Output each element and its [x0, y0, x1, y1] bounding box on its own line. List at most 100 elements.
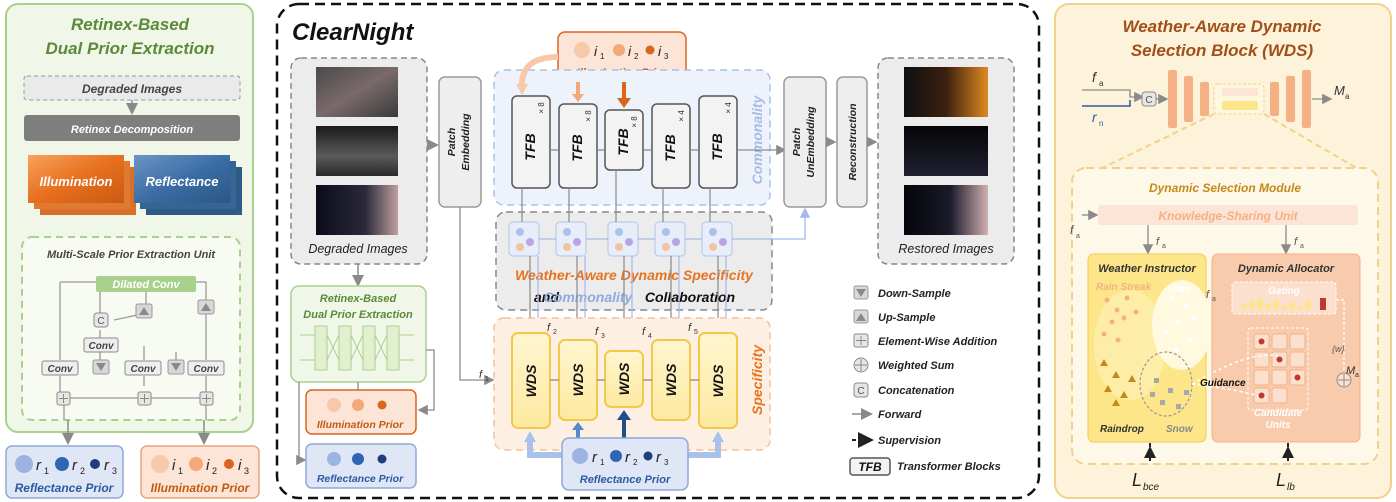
down-sample-icon	[171, 363, 181, 371]
concat-icon	[853, 382, 869, 398]
mid-degraded-images: Degraded Images	[308, 242, 407, 256]
mid-r1: r	[592, 449, 598, 466]
wds-label-1: WDS	[523, 364, 539, 397]
wds-rn-sub: n	[1099, 119, 1103, 128]
i2-sub: 2	[212, 466, 217, 476]
restored-image-1	[904, 67, 988, 117]
f4-label: f	[642, 326, 646, 338]
ms-concat-c: C	[97, 316, 104, 327]
up-sample-icon	[856, 313, 866, 321]
da-ma-bar-sub: a	[1355, 372, 1359, 379]
middle-panel: ClearNight Degraded Images Patch Embeddi…	[275, 2, 1041, 500]
f5-sub: 5	[694, 329, 698, 336]
collab-nodes	[508, 207, 811, 257]
tfb-label-2: TFB	[569, 134, 585, 161]
up-sample-icon	[139, 307, 149, 315]
wds-fa-sub: a	[1099, 79, 1104, 88]
down-sample-icon	[856, 289, 866, 297]
tfb-mult-4: × 4	[677, 110, 686, 122]
tfb-mult-2: × 8	[584, 110, 593, 122]
loss-lb-sub: lb	[1287, 482, 1295, 493]
mid-r2: r	[625, 449, 631, 466]
wds-label-4: WDS	[663, 363, 679, 396]
tfb-block-2: TFB × 8	[558, 103, 598, 189]
restored-image-3	[904, 185, 988, 235]
tfb-label-3: TFB	[615, 128, 631, 155]
wds-fa: f	[1092, 69, 1098, 85]
mid-i2-sub: 2	[634, 52, 639, 61]
i2-label: i	[206, 457, 210, 474]
loss-lb: L	[1276, 470, 1286, 490]
candidate-units-2: Units	[1266, 420, 1291, 431]
dsm-fa-bar-1: f	[1156, 236, 1160, 248]
mid-reflectance-prior-label: Reflectance Prior	[580, 474, 671, 486]
dsm-fa-prime: f	[1070, 223, 1075, 237]
wds-block-5: WDS	[698, 332, 738, 429]
f3-sub: 3	[601, 333, 605, 340]
wds-block-2: WDS	[558, 339, 598, 421]
mini-retinex-title-1: Retinex-Based	[320, 293, 397, 305]
dsm-title: Dynamic Selection Module	[1149, 181, 1301, 195]
addition-icon	[137, 391, 152, 406]
wds-block-3: WDS	[604, 350, 644, 408]
up-sample-icon	[201, 303, 211, 311]
restored-image-2	[904, 126, 988, 176]
raindrop: Raindrop	[1100, 424, 1144, 435]
collab-title-1: Weather-Aware Dynamic Specificity	[515, 267, 754, 283]
dsm-fa-bar-2-sub: a	[1300, 243, 1304, 250]
legend: Down-Sample Up-Sample Element-Wise Addit…	[849, 285, 1001, 476]
mid-i3: i	[658, 43, 662, 59]
left-reflectance-prior-label: Reflectance Prior	[15, 481, 115, 495]
reflectance-map-stack: Reflectance	[134, 155, 242, 215]
wds-concat-c: C	[1145, 95, 1152, 106]
weather-dots	[1100, 287, 1197, 409]
legend-c-tag: C	[857, 386, 864, 397]
tfb-mult-1: × 8	[537, 102, 546, 114]
mid-r2-sub: 2	[633, 458, 638, 467]
candidate-units-grid	[1247, 327, 1309, 411]
mid-r3-sub: 3	[664, 458, 669, 467]
left-panel-title-2: Dual Prior Extraction	[45, 39, 214, 58]
dynamic-allocator: Dynamic Allocator	[1238, 263, 1335, 275]
dsm-fa-prime-sub: a	[1076, 233, 1080, 240]
candidate-units-1: Candidate	[1254, 408, 1303, 419]
reconstruction: Reconstruction	[847, 103, 859, 180]
left-illumination-prior-label: Illumination Prior	[151, 481, 251, 495]
wds-label-5: WDS	[710, 364, 726, 397]
wds-label-3: WDS	[616, 362, 632, 395]
commonality-label: Commonality	[749, 94, 765, 184]
mini-retinex-title-2: Dual Prior Extraction	[303, 309, 413, 321]
illumination-map-stack: Illumination	[28, 155, 136, 215]
ms-conv-top: Conv	[89, 341, 115, 352]
tfb-block-1: TFB × 8	[511, 95, 551, 189]
legend-addition: Element-Wise Addition	[878, 336, 998, 348]
wds-ma: M	[1334, 83, 1345, 98]
left-illumination-prior: i 1 i 2 i 3 Illumination Prior	[140, 445, 260, 499]
legend-supervision: Supervision	[878, 435, 941, 447]
legend-weighted-sum: Weighted Sum	[878, 360, 954, 372]
mini-network-icon	[300, 325, 414, 371]
ms-conv-3: Conv	[194, 364, 220, 375]
mid-i3-sub: 3	[664, 52, 669, 61]
clearnight-title: ClearNight	[292, 19, 414, 46]
reflectance-label: Reflectance	[146, 174, 219, 189]
legend-tfb-tag: TFB	[858, 460, 882, 474]
right-panel-title-2: Selection Block (WDS)	[1131, 41, 1314, 60]
tfb-block-4: TFB × 4	[651, 103, 691, 189]
left-panel-title-1: Retinex-Based	[71, 15, 190, 34]
wds-label-2: WDS	[570, 363, 586, 396]
patch-unembedding-1: Patch	[791, 128, 803, 157]
i3-sub: 3	[244, 466, 249, 476]
mid-i2: i	[628, 43, 632, 59]
ms-conv-1: Conv	[48, 364, 74, 375]
degraded-image-1	[316, 67, 398, 117]
illumination-label: Illumination	[40, 174, 113, 189]
mini-illumination-prior: Illumination Prior	[317, 419, 404, 431]
addition-icon	[56, 391, 71, 406]
tfb-label-5: TFB	[709, 133, 725, 160]
guidance-label: Guidance	[1200, 378, 1246, 389]
specificity-label: Specificity	[749, 344, 765, 415]
patch-embedding-1: Patch	[446, 128, 458, 157]
i1-label: i	[172, 457, 176, 474]
right-panel-title-1: Weather-Aware Dynamic	[1122, 17, 1322, 36]
